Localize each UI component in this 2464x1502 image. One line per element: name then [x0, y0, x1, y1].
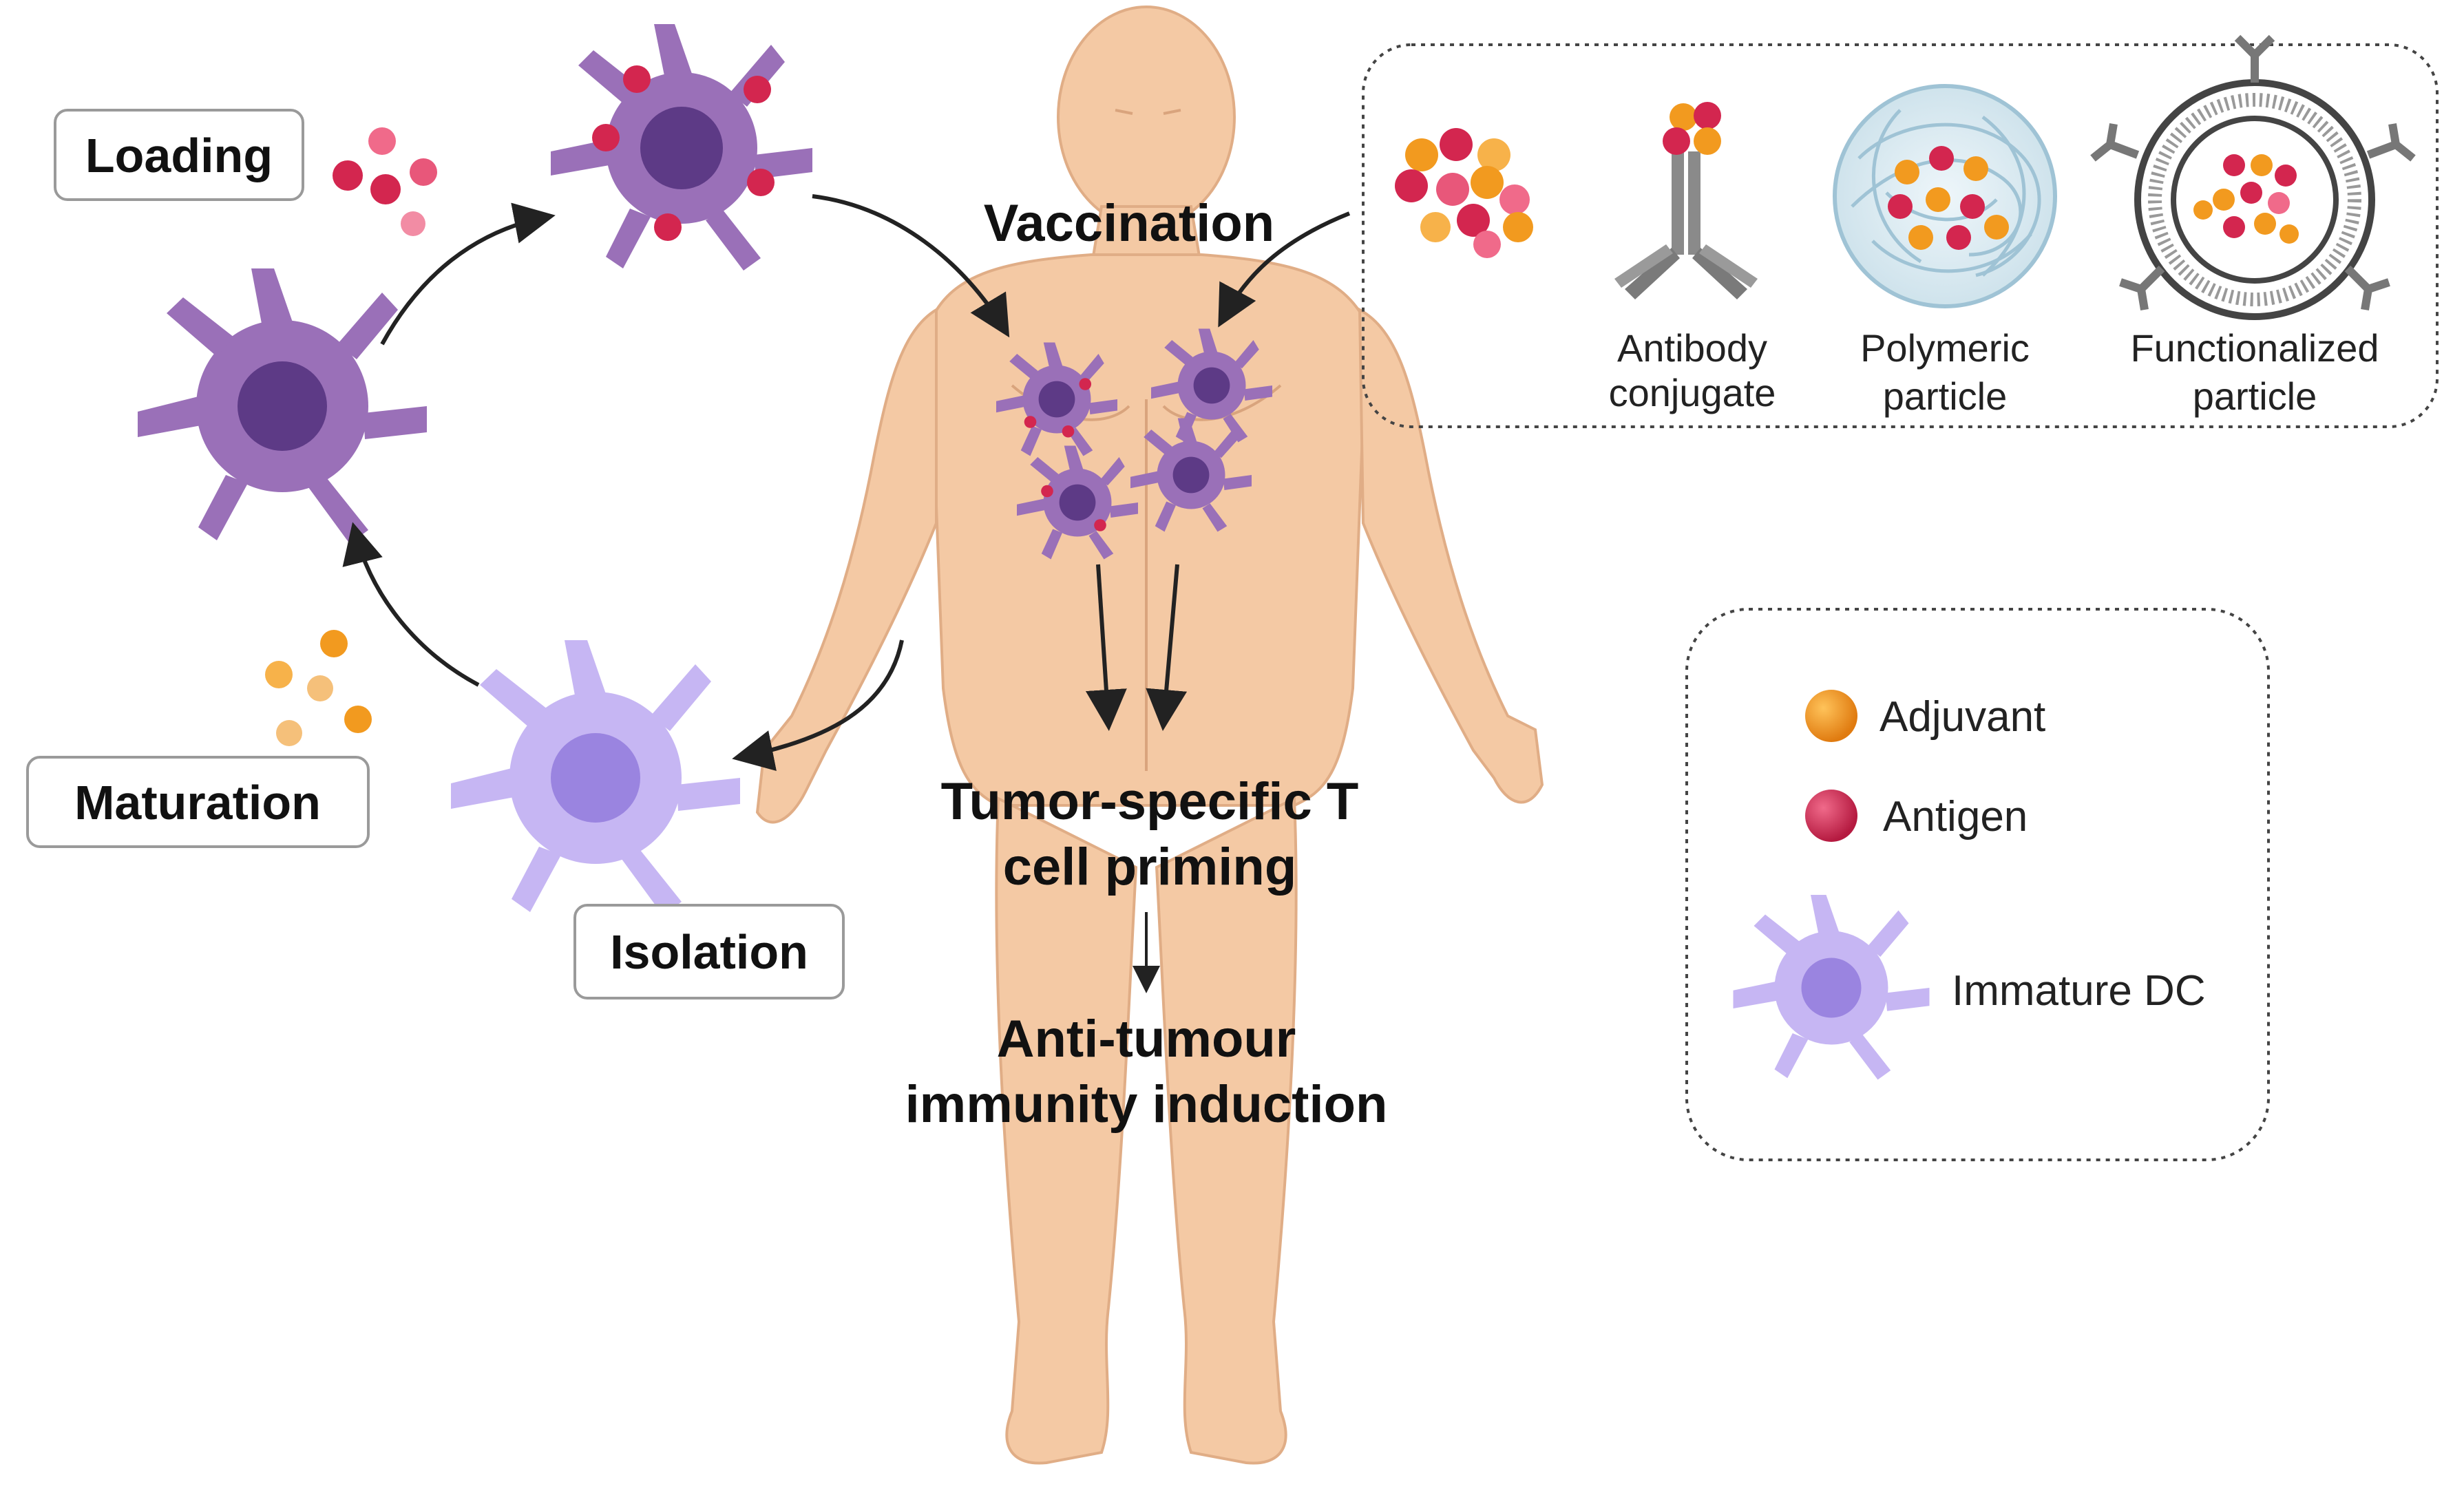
- arrow-to-body: [812, 194, 1010, 338]
- body-dc-4: [1130, 418, 1252, 532]
- adjuvant-swatch-icon: [1805, 690, 1857, 742]
- legend-immature-dc: Immature DC: [1733, 895, 2206, 1080]
- immunity-label-line2: immunity induction: [905, 1075, 1388, 1134]
- isolation-box: Isolation: [573, 904, 845, 999]
- vaccination-label: Vaccination: [984, 194, 1274, 253]
- free-mix-icon: [1395, 128, 1533, 258]
- arrow-down-2: [1146, 564, 1188, 731]
- mature-dc-icon: [138, 268, 427, 544]
- left-leg: [995, 796, 1138, 1465]
- arrow-to-mature: [342, 522, 480, 687]
- priming-label-line2: cell priming: [1003, 838, 1297, 896]
- antibody-label-line2: conjugate: [1609, 371, 1776, 414]
- right-leg: [1155, 796, 1298, 1465]
- functionalized-label-line2: particle: [2193, 374, 2317, 418]
- polymeric-label-line2: particle: [1883, 374, 2008, 418]
- antibody-label-line1: Antibody: [1617, 326, 1767, 370]
- legend-antigen: Antigen: [1805, 790, 2028, 842]
- legend-panel: [1685, 608, 2270, 1161]
- body-dc-1: [996, 342, 1117, 456]
- functionalized-label-line1: Functionalized: [2130, 326, 2379, 370]
- maturation-box: Maturation: [26, 756, 370, 848]
- maturation-label: Maturation: [74, 776, 321, 829]
- arrow-to-loaded: [380, 202, 556, 346]
- formulations-panel: [1362, 43, 2439, 428]
- immature-dc-swatch-icon: [1733, 895, 1930, 1080]
- polymeric-label-line1: Polymeric: [1860, 326, 2030, 370]
- loaded-dc-icon: [551, 24, 812, 271]
- cycle-arrows: [342, 194, 1351, 771]
- arrow-down-1: [1085, 564, 1127, 731]
- polymeric-particle-icon: [1833, 84, 2057, 308]
- loading-box: Loading: [54, 109, 304, 201]
- right-arm: [1358, 307, 1544, 804]
- antigen-swatch-icon: [1805, 790, 1857, 842]
- legend-adjuvant: Adjuvant: [1805, 690, 2045, 742]
- left-arm: [755, 307, 938, 824]
- loading-label: Loading: [85, 129, 273, 182]
- functionalized-particle-icon: [2090, 34, 2416, 320]
- antigen-label: Antigen: [1883, 793, 2028, 840]
- body-dc-2: [1151, 328, 1272, 443]
- body-dc-3: [1017, 445, 1138, 560]
- immature-dc-icon: [451, 640, 740, 916]
- arrow-to-isolation: [732, 639, 904, 771]
- arrow-from-panel: [1218, 211, 1351, 328]
- immature-dc-label: Immature DC: [1952, 967, 2206, 1015]
- antibody-conjugate-icon: [1614, 102, 1758, 299]
- immunity-label-line1: Anti-tumour: [997, 1010, 1296, 1068]
- isolation-label: Isolation: [610, 925, 808, 979]
- priming-label-line1: Tumor-specific T: [941, 772, 1359, 831]
- adjuvant-cluster: [265, 630, 372, 746]
- torso: [927, 253, 1369, 807]
- antigen-cluster: [333, 127, 437, 236]
- adjuvant-label: Adjuvant: [1879, 693, 2045, 741]
